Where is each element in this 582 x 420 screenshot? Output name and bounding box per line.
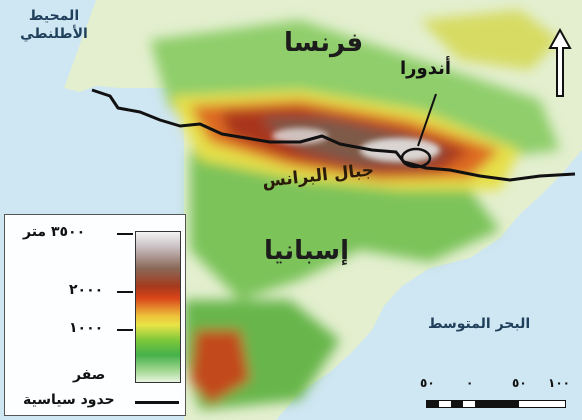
andorra-outline [400,147,432,169]
legend-label-2000: ٢٠٠٠ [69,282,104,298]
andorra-pointer [417,93,437,147]
atlantic-label-line-2: الأطلنطي [20,25,88,42]
elevation-color-bar [135,231,181,383]
legend: ٣٥٠٠ متر ٢٠٠٠ ١٠٠٠ صفر حدود سياسية [4,214,186,416]
andorra-label: أندورا [400,58,452,79]
snow-peaks [360,138,440,162]
scale-tick-zero: ٠ [466,376,474,390]
legend-label-1000: ١٠٠٠ [69,320,104,336]
north-hills [420,10,560,70]
scale-segment [427,401,439,407]
spain-label: إسبانيا [264,236,349,266]
legend-label-3500: ٣٥٠٠ متر [23,224,86,240]
north-arrow-icon [548,28,572,97]
snow-peaks-west [272,128,328,144]
atlantic-label: المحيط الأطلنطي [8,8,100,43]
mediterranean-label: البحر المتوسط [428,316,531,332]
scale-segment [475,401,519,407]
atlantic-label-line-1: المحيط [28,8,80,24]
border-swatch [135,401,179,404]
scale-tick-mid: ٥٠ [512,376,527,390]
france-label: فرنسا [284,28,364,58]
legend-tick-1000 [117,329,133,331]
political-border [91,88,576,182]
scale-tick-left: ٥٠ [420,376,435,390]
scale-bar-graphic [426,400,566,408]
legend-tick-3500 [117,233,133,235]
scale-tick-right: ١٠٠ [548,376,570,390]
legend-label-zero: صفر [73,367,106,383]
legend-label-border: حدود سياسية [23,392,115,408]
legend-tick-2000 [117,291,133,293]
southwest-hills [190,330,250,404]
scale-segment [451,401,463,407]
scale-bar: ٥٠ ٠ ٥٠ ١٠٠ [420,376,580,416]
